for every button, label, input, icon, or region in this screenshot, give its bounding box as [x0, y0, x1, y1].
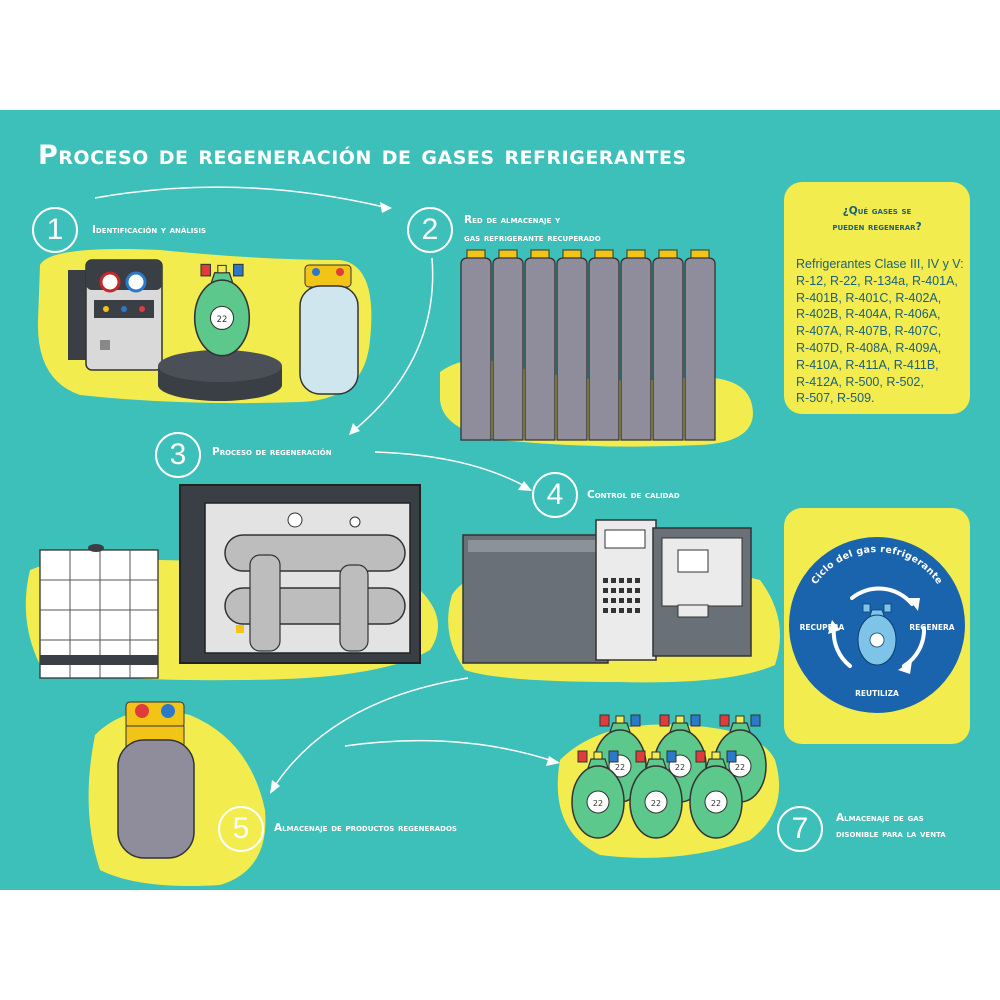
arrow-2-to-3: [351, 257, 434, 433]
arrow-4-to-5: [271, 677, 469, 791]
bottles-for-sale: [571, 714, 767, 839]
step-2-number: 2: [407, 207, 453, 253]
refrigerant-cycle-box: Ciclo del gas refrigerante RECUPERA REGE: [784, 508, 970, 744]
step-2-label-line2: gas refrigerante recuperado: [464, 232, 601, 244]
step-5-number: 5: [218, 806, 264, 852]
cycle-arrow-top: [850, 586, 914, 606]
arrow-1-to-2: [94, 186, 389, 209]
refrigerant-line: R-410A, R-411A, R-411B,: [796, 357, 939, 372]
refrigerant-line: R-12, R-22, R-134a, R-401A,: [796, 273, 958, 288]
cycle-regenera-label: REGENERA: [909, 623, 954, 632]
arrow-5-to-7: [344, 739, 557, 763]
refrigerant-line: R-407A, R-407B, R-407C,: [796, 324, 942, 339]
step-7-number: 7: [777, 806, 823, 852]
regenerated-product-cylinder: [117, 701, 195, 859]
step-4-number: 4: [532, 472, 578, 518]
step-5-label: Almacenaje de productos regenerados: [274, 822, 457, 834]
infographic-panel: 22: [0, 110, 1000, 890]
page-title: Proceso de regeneración de gases refrige…: [38, 140, 687, 171]
process-illustration: 22: [25, 186, 780, 886]
recovery-machine: [68, 259, 163, 371]
refrigerant-line: Refrigerantes Clase III, IV y V:: [796, 257, 964, 271]
step-3-number: 3: [155, 432, 201, 478]
step-7-label-line1: Almacenaje de gas: [836, 812, 924, 824]
refrigerant-line: R-402B, R-404A, R-406A,: [796, 307, 941, 322]
arrow-3-to-4: [374, 451, 529, 489]
cycle-recupera-label: RECUPERA: [800, 623, 845, 632]
question-line2: pueden regenerar?: [832, 220, 922, 233]
refrigerant-line: R-401B, R-401C, R-402A,: [796, 290, 942, 305]
regenerable-gases-question: ¿Qué gases se pueden regenerar?: [784, 204, 970, 236]
cycle-bottle-icon: [857, 603, 897, 666]
step-7-label-line2: disonible para la venta: [836, 828, 946, 840]
cycle-reutiliza-label: REUTILIZA: [855, 689, 899, 698]
cycle-diagram: Ciclo del gas refrigerante RECUPERA REGE: [789, 537, 965, 713]
regeneration-unit: [179, 484, 421, 664]
refrigerant-line: R-407D, R-408A, R-409A,: [796, 340, 942, 355]
quality-lab-equipment: [462, 519, 752, 664]
ibc-tank: [39, 544, 159, 679]
cycle-arrow-right: [902, 626, 927, 668]
step-2-label-line1: Red de almacenaje y: [464, 214, 561, 226]
refrigerant-list: Refrigerantes Clase III, IV y V: R-12, R…: [796, 256, 964, 407]
step-4-label: Control de calidad: [587, 489, 680, 501]
refrigerant-line: R-412A, R-500, R-502,: [796, 374, 924, 389]
question-line1: ¿Qué gases se: [842, 205, 912, 217]
scale-with-green-bottle: [158, 263, 282, 401]
refrigerant-line: R-507, R-509.: [796, 391, 875, 406]
step-3-label: Proceso de regeneración: [212, 446, 332, 458]
step-1-label: Identificación y análisis: [92, 224, 207, 236]
light-blue-cylinder: [299, 264, 359, 395]
step-1-number: 1: [32, 207, 78, 253]
regenerable-gases-box: ¿Qué gases se pueden regenerar? Refriger…: [784, 182, 970, 414]
